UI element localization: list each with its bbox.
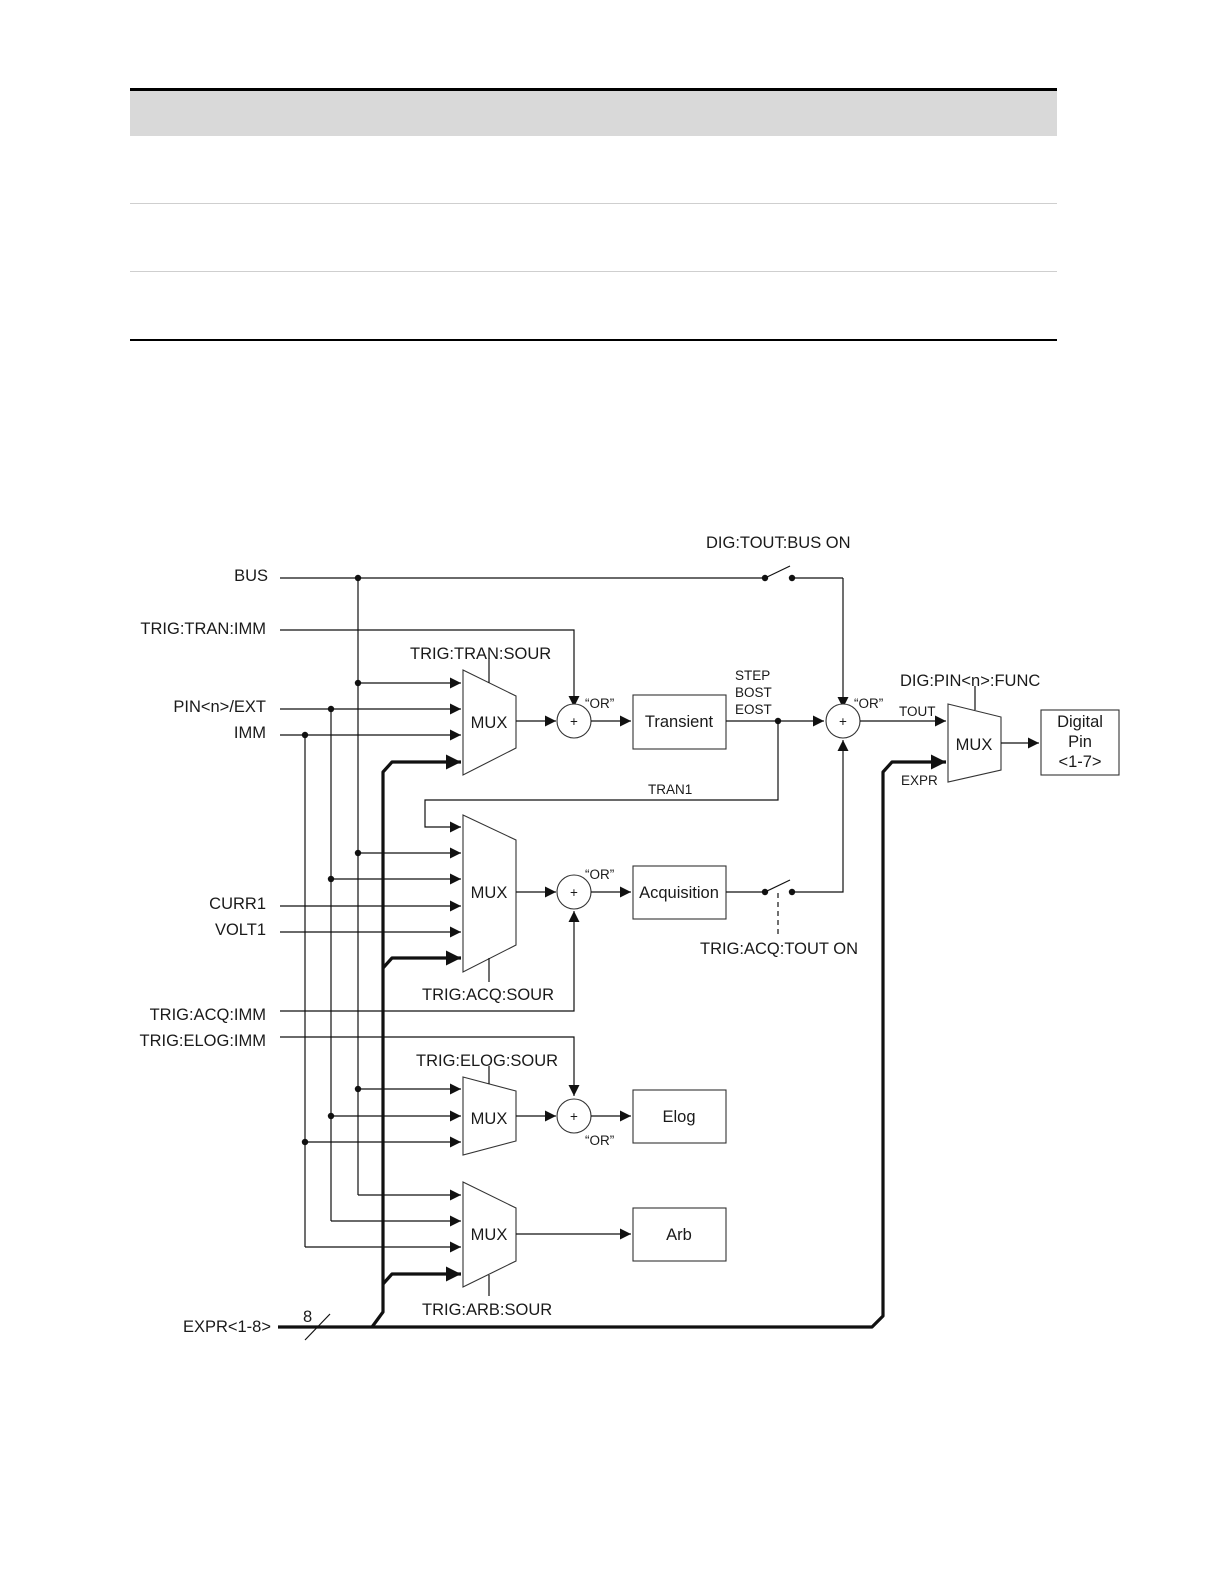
digital-pin-block	[1040, 709, 1120, 776]
tran1-feedback-line	[424, 721, 779, 833]
parameter-table	[130, 88, 1057, 341]
or-plus: +	[570, 714, 578, 729]
expr-bus-to-acq-mux	[381, 950, 461, 970]
trig-acq-imm-line	[280, 911, 580, 1012]
digital-pin-label-3: <1-7>	[1058, 753, 1101, 771]
trig-acq-tout-label: TRIG:ACQ:TOUT ON	[700, 940, 858, 958]
input-label-imm: IMM	[234, 724, 266, 742]
expr-bus-vertical	[370, 754, 461, 1328]
tout-label: TOUT	[899, 704, 936, 719]
junction	[327, 1112, 335, 1120]
trig-acq-sour-label: TRIG:ACQ:SOUR	[422, 986, 554, 1004]
bus-junction	[354, 574, 362, 582]
elog-label: Elog	[662, 1108, 695, 1126]
mux-label: MUX	[471, 884, 508, 902]
acq-to-or-line	[792, 740, 849, 893]
expr-bus-to-pin-mux	[372, 754, 946, 1329]
bus-width-label: 8	[303, 1308, 312, 1326]
or-label: “OR”	[854, 696, 883, 711]
step-label: STEP	[735, 668, 770, 683]
or-label: “OR”	[585, 867, 614, 882]
or-plus: +	[839, 714, 847, 729]
input-label-curr1: CURR1	[209, 895, 266, 913]
expr-in-label: EXPR	[901, 773, 938, 788]
digital-pin-label-1: Digital	[1057, 713, 1103, 731]
bus-width-slash	[304, 1313, 331, 1341]
trig-tran-sour-label: TRIG:TRAN:SOUR	[410, 645, 551, 663]
mux-arb	[462, 1181, 517, 1288]
trig-elog-sour-label: TRIG:ELOG:SOUR	[416, 1052, 558, 1070]
or-plus: +	[570, 1109, 578, 1124]
trig-arb-sour-label: TRIG:ARB:SOUR	[422, 1301, 552, 1319]
mux-label: MUX	[471, 1226, 508, 1244]
input-label-volt1: VOLT1	[215, 921, 266, 939]
elog-block	[632, 1089, 727, 1144]
input-label-bus: BUS	[234, 567, 268, 585]
junction	[301, 1138, 309, 1146]
junction	[327, 875, 335, 883]
mux-transient	[462, 669, 517, 776]
junction	[354, 849, 362, 857]
digital-pin-label-2: Pin	[1068, 733, 1092, 751]
mux-label: MUX	[471, 714, 508, 732]
mux-label: MUX	[471, 1110, 508, 1128]
input-label-trig-acq-imm: TRIG:ACQ:IMM	[150, 1006, 266, 1024]
or-plus: +	[570, 885, 578, 900]
bost-label: BOST	[735, 685, 772, 700]
dig-tout-bus-label: DIG:TOUT:BUS ON	[706, 534, 851, 552]
junction	[327, 705, 335, 713]
input-label-pin-ext: PIN<n>/EXT	[173, 698, 266, 716]
expr-bus-to-arb-mux	[381, 1266, 461, 1286]
table-row	[130, 272, 1057, 341]
mux-digital-pin	[947, 703, 1002, 783]
mux-elog	[462, 1076, 517, 1156]
input-label-expr: EXPR<1-8>	[183, 1318, 271, 1336]
tran1-label: TRAN1	[648, 782, 692, 797]
mux-label: MUX	[956, 736, 993, 754]
transient-block	[632, 694, 727, 750]
dig-tout-bus-switch	[764, 565, 791, 579]
mux-acquisition	[462, 814, 517, 973]
trig-elog-imm-line	[280, 1036, 580, 1096]
trig-acq-tout-switch	[764, 879, 791, 893]
eost-label: EOST	[735, 702, 772, 717]
transient-label: Transient	[645, 713, 714, 731]
table-row	[130, 204, 1057, 272]
or-label: “OR”	[585, 1133, 614, 1148]
input-label-trig-elog-imm: TRIG:ELOG:IMM	[139, 1032, 266, 1050]
trig-tran-imm-line	[280, 629, 580, 707]
input-label-trig-tran-imm: TRIG:TRAN:IMM	[140, 620, 266, 638]
acquisition-block	[632, 865, 727, 920]
or-label: “OR”	[585, 696, 614, 711]
arb-block	[632, 1207, 727, 1262]
table-top-rule	[130, 88, 1057, 91]
junction	[301, 731, 309, 739]
junction	[354, 1085, 362, 1093]
table-row	[130, 136, 1057, 204]
acquisition-label: Acquisition	[639, 884, 719, 902]
dig-pin-func-label: DIG:PIN<n>:FUNC	[900, 672, 1040, 690]
junction	[354, 679, 362, 687]
arb-label: Arb	[666, 1226, 692, 1244]
table-header	[130, 91, 1057, 136]
